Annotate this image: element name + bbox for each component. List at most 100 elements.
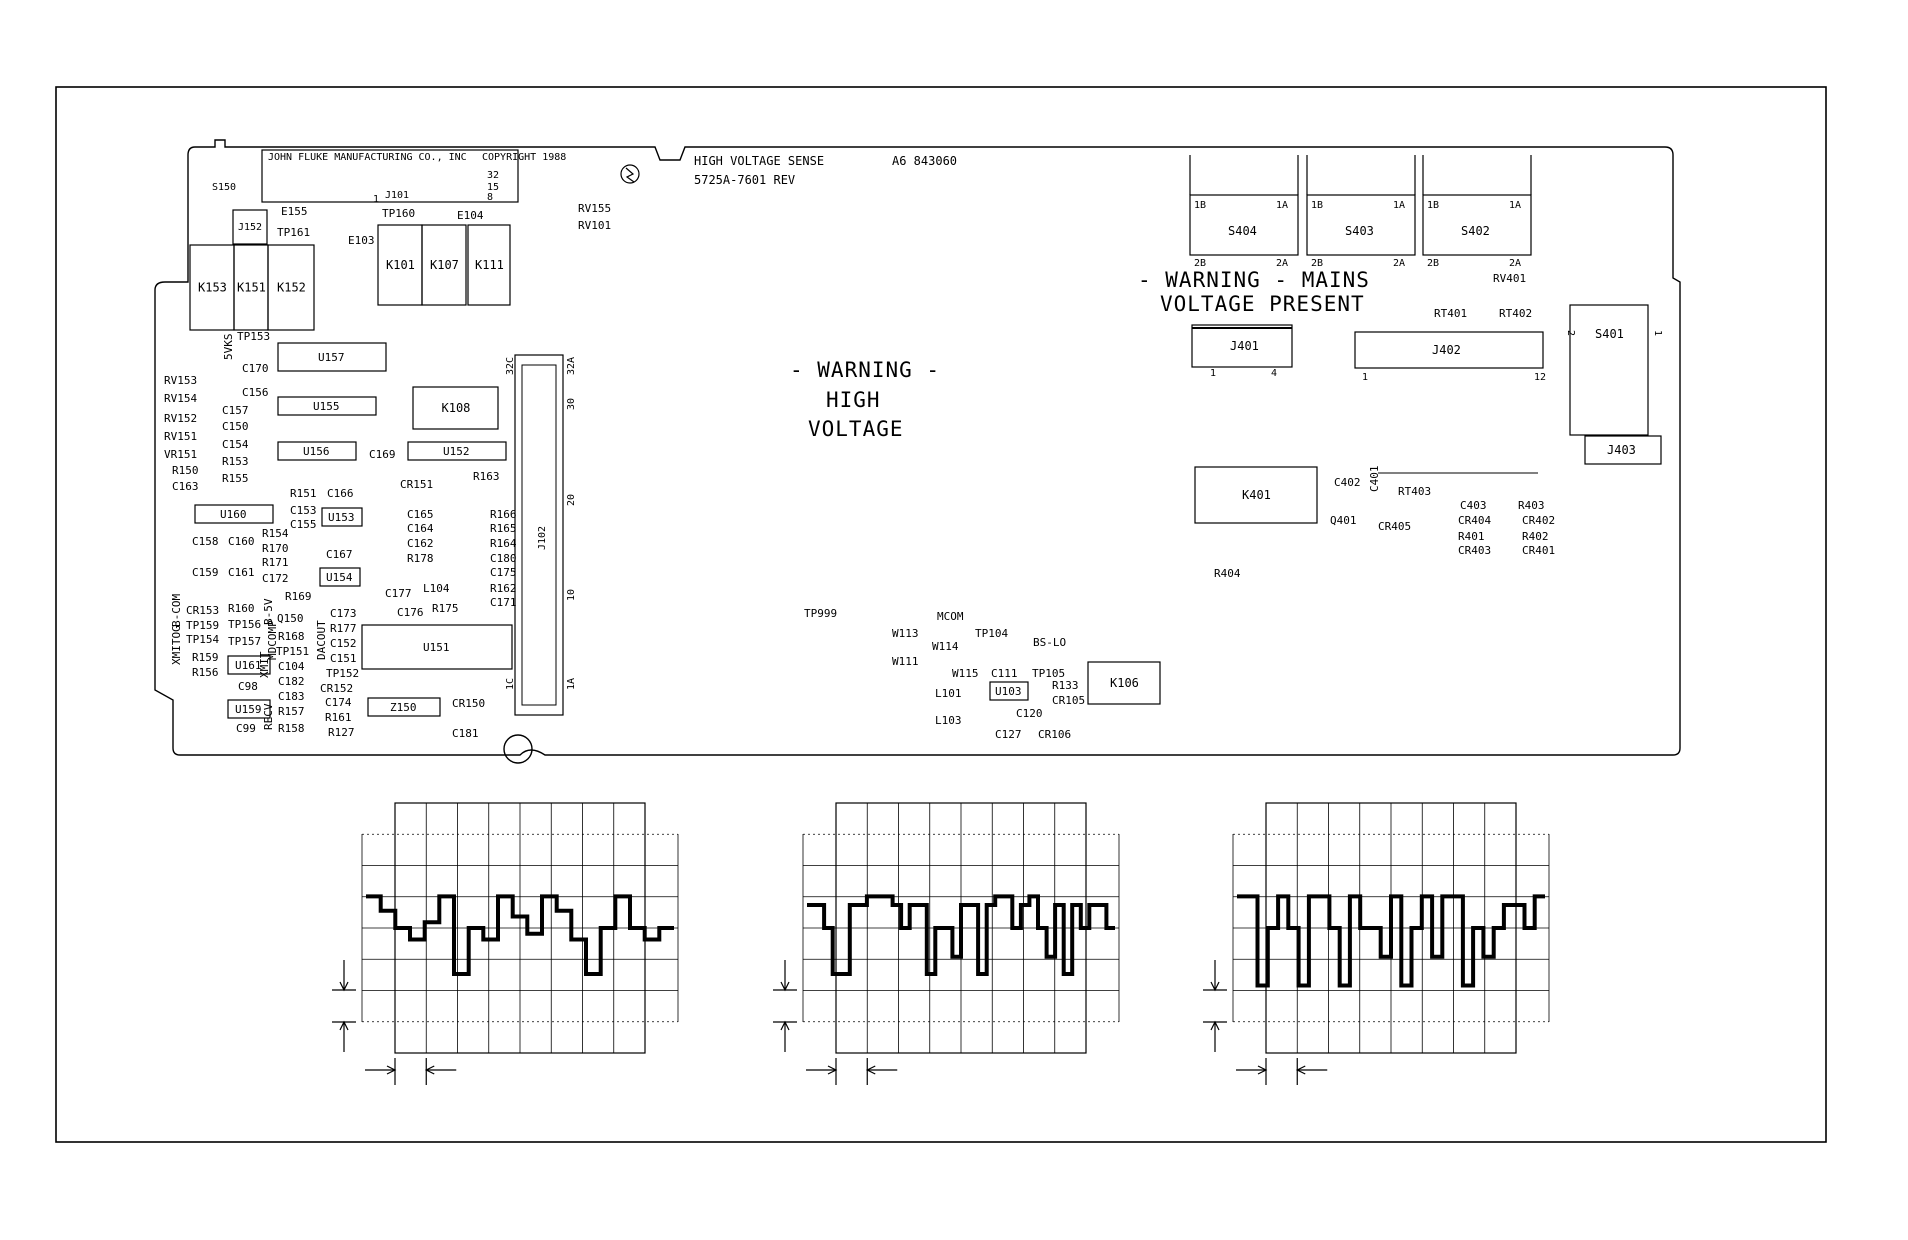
s401-outline xyxy=(1569,304,1649,436)
component-label: TP156 xyxy=(228,618,261,631)
relay-k108-label: K108 xyxy=(442,401,471,415)
component-label: C180 xyxy=(490,552,517,565)
j401-pin-1: 1 xyxy=(1210,368,1216,379)
component-label: L101 xyxy=(935,687,962,700)
component-label: C183 xyxy=(278,690,305,703)
s401-pin-1: 1 xyxy=(1652,330,1663,336)
j401-label: J401 xyxy=(1230,339,1259,353)
relay-k401-body xyxy=(1194,466,1318,524)
component-label: RV153 xyxy=(164,374,197,387)
component-label: C151 xyxy=(330,652,357,665)
switch-pin-label: 1A xyxy=(1393,200,1405,211)
component-label: C98 xyxy=(238,680,258,693)
component-label: C402 xyxy=(1334,476,1361,489)
switch-pin-label: 1B xyxy=(1311,200,1323,211)
component-label: R133 xyxy=(1052,679,1079,692)
component-label: C182 xyxy=(278,675,305,688)
component-label: R151 xyxy=(290,487,317,500)
component-label: TP152 xyxy=(326,667,359,680)
switch-s403-label: S403 xyxy=(1345,224,1374,238)
switch-pin-label: 1A xyxy=(1509,200,1521,211)
j102-pin-32a: 32A xyxy=(566,357,577,375)
component-label: RT401 xyxy=(1434,307,1467,320)
component-label: C163 xyxy=(172,480,199,493)
ic-u151-body xyxy=(361,624,513,670)
component-label: C166 xyxy=(327,487,354,500)
component-label: RT403 xyxy=(1398,485,1431,498)
component-label: R160 xyxy=(228,602,255,615)
figure-frame xyxy=(55,86,1827,1143)
relay-k107-body xyxy=(421,224,467,306)
component-label: B-5V xyxy=(262,598,275,625)
ic-u156-label: U156 xyxy=(303,445,330,458)
j101-pin-1: 1 xyxy=(373,194,379,205)
j102-pin-20: 20 xyxy=(566,494,577,506)
relay-k401-label: K401 xyxy=(1242,488,1271,502)
ic-u159-label: U159 xyxy=(235,703,262,716)
relay-k107-label: K107 xyxy=(430,258,459,272)
j101-pin-15: 15 xyxy=(487,182,499,193)
component-label: R155 xyxy=(222,472,249,485)
component-label: C120 xyxy=(1016,707,1043,720)
component-label: TP157 xyxy=(228,635,261,648)
s401-label: S401 xyxy=(1595,327,1624,341)
component-label: C173 xyxy=(330,607,357,620)
ic-u157-label: U157 xyxy=(318,351,345,364)
component-label: R168 xyxy=(278,630,305,643)
relay-k106-body xyxy=(1087,661,1161,705)
component-label: C150 xyxy=(222,420,249,433)
component-label: TP161 xyxy=(277,226,310,239)
component-label: RV152 xyxy=(164,412,197,425)
component-label: C99 xyxy=(236,722,256,735)
oscilloscope-traces xyxy=(332,802,1550,1085)
component-label: R401 xyxy=(1458,530,1485,543)
component-label: R150 xyxy=(172,464,199,477)
component-label: R157 xyxy=(278,705,305,718)
component-label: RV101 xyxy=(578,219,611,232)
j102-pin-1a: 1A xyxy=(566,678,577,690)
switch-pin-label: 2B xyxy=(1427,258,1439,269)
ic-u155-body xyxy=(277,396,377,416)
relay-k153-label: K153 xyxy=(198,281,227,295)
component-label: TP999 xyxy=(804,607,837,620)
component-label: C154 xyxy=(222,438,249,451)
component-label: R153 xyxy=(222,455,249,468)
j101-label: J101 xyxy=(385,190,409,201)
component-label: C127 xyxy=(995,728,1022,741)
component-label: C160 xyxy=(228,535,255,548)
component-label: R171 xyxy=(262,556,289,569)
maker-label: JOHN FLUKE MANUFACTURING CO., INC xyxy=(268,152,467,163)
component-label: C153 xyxy=(290,504,317,517)
switch-pin-label: 2A xyxy=(1509,258,1521,269)
j152-outline xyxy=(232,209,268,245)
component-label: Q401 xyxy=(1330,514,1357,527)
component-label: TP151 xyxy=(276,645,309,658)
j402-label: J402 xyxy=(1432,343,1461,357)
component-label: CR152 xyxy=(320,682,353,695)
component-label: C181 xyxy=(452,727,479,740)
ic-u155-label: U155 xyxy=(313,400,340,413)
ic-u151-label: U151 xyxy=(423,641,450,654)
j101-pin-8: 8 xyxy=(487,192,493,203)
component-label: R159 xyxy=(192,651,219,664)
ic-u160-body xyxy=(194,504,274,524)
j401-pin-4: 4 xyxy=(1271,368,1277,379)
j402-pin-1: 1 xyxy=(1362,372,1368,383)
switch-pin-label: 1B xyxy=(1427,200,1439,211)
switch-s403-body xyxy=(1306,194,1416,256)
component-label: C164 xyxy=(407,522,434,535)
component-label: CR150 xyxy=(452,697,485,710)
mounting-hole xyxy=(503,734,533,764)
component-label: C171 xyxy=(490,596,517,609)
component-label: R165 xyxy=(490,522,517,535)
switch-pin-label: 2A xyxy=(1393,258,1405,269)
j152-label: J152 xyxy=(238,222,262,233)
switch-pin-label: 2A xyxy=(1276,258,1288,269)
component-label: R162 xyxy=(490,582,517,595)
component-label: C157 xyxy=(222,404,249,417)
component-label: L104 xyxy=(423,582,450,595)
relay-k108-body xyxy=(412,386,499,430)
